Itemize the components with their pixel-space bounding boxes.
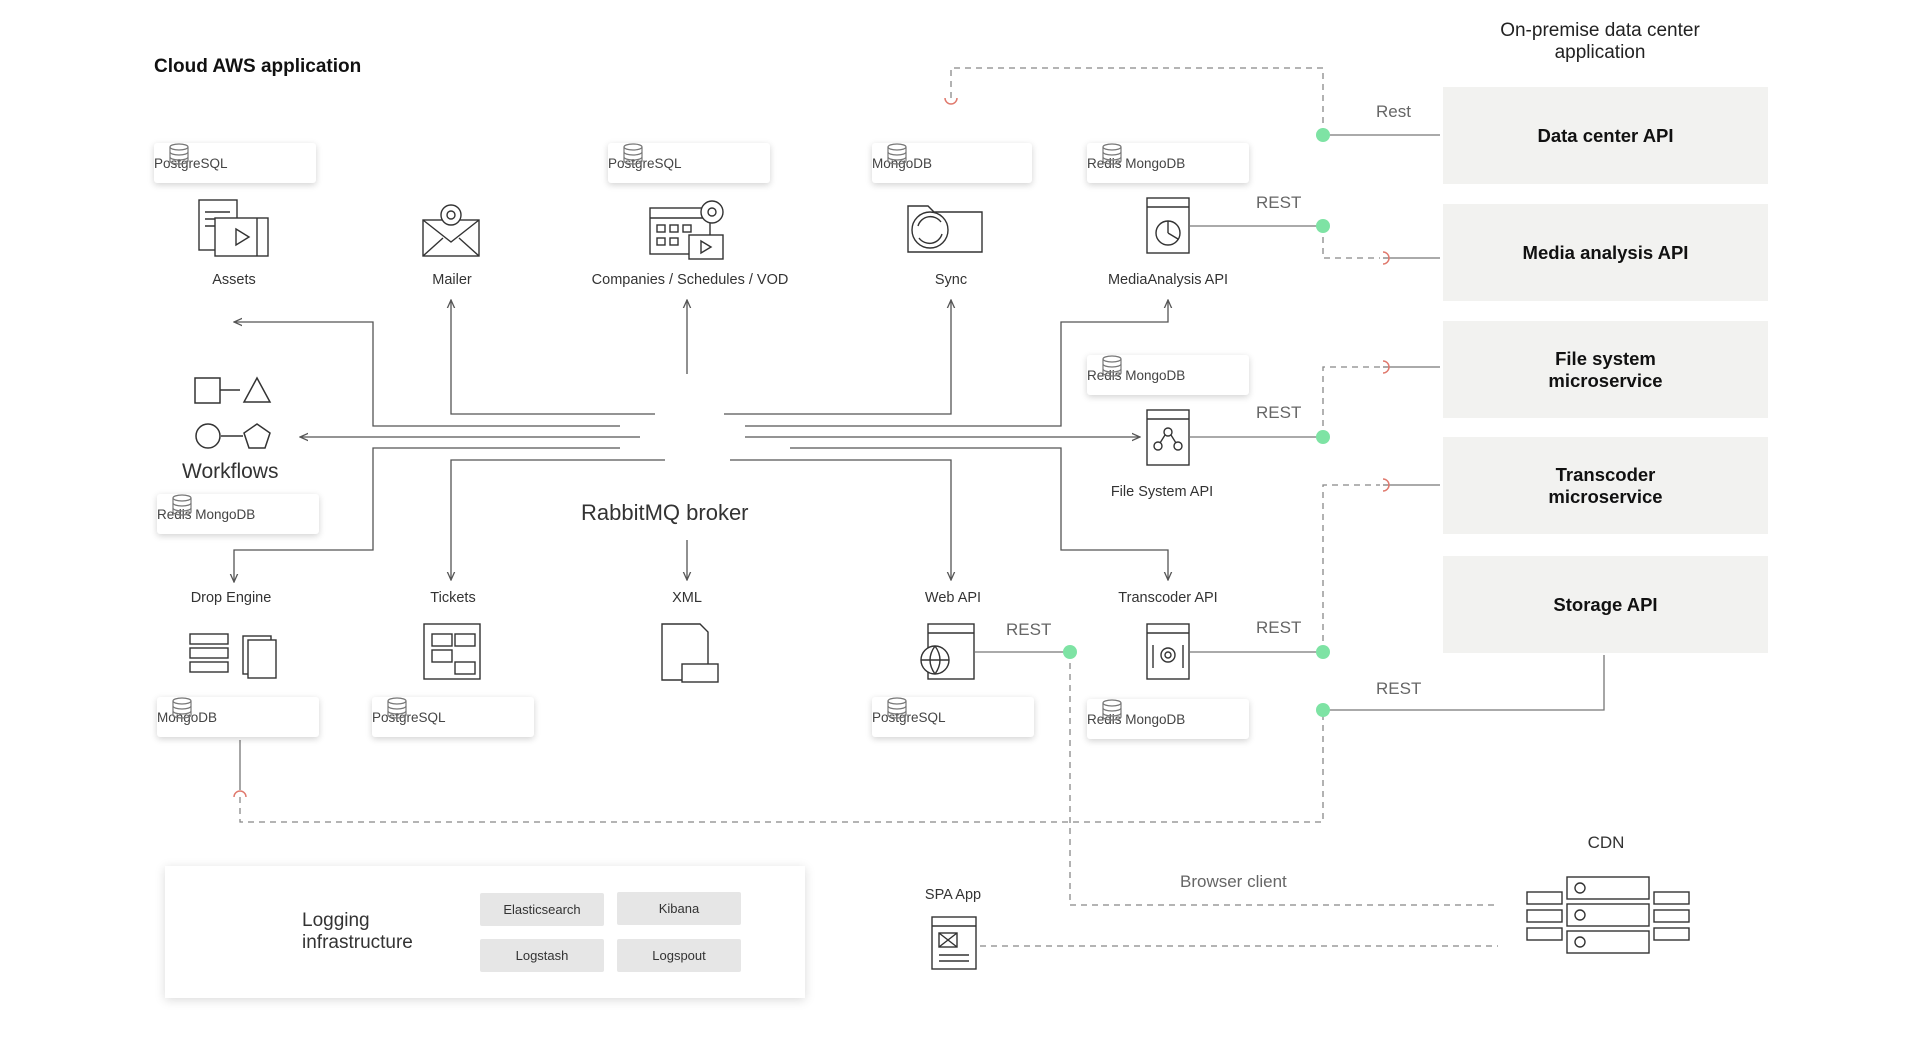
rest-label-file: REST: [1256, 403, 1302, 422]
media-analysis-api-box: Media analysis API: [1443, 204, 1768, 301]
companies-label: Companies / Schedules / VOD: [591, 272, 789, 288]
spa-app-icon: [931, 916, 977, 970]
logging-tool-logstash: Logstash: [480, 939, 604, 972]
rabbitmq-broker-label: RabbitMQ broker: [581, 500, 749, 525]
sync-label: Sync: [934, 272, 968, 288]
drop-engine-label: Drop Engine: [190, 590, 272, 606]
logging-tool-kibana: Kibana: [617, 892, 741, 925]
transcoder-microservice-label: Transcoder microservice: [1548, 463, 1663, 507]
db-tag-label: Redis MongoDB: [157, 506, 256, 522]
sync-icon: [907, 205, 983, 253]
database-icon: [172, 697, 192, 719]
broker-connectors: [234, 300, 1168, 582]
db-tag-label: Redis MongoDB: [1087, 367, 1186, 383]
drop-engine-icon: [189, 633, 277, 679]
db-tag-drop-engine: MongoDB: [157, 697, 319, 737]
database-icon: [1102, 699, 1122, 721]
db-tag-tickets: PostgreSQL: [372, 697, 534, 737]
rest-label-data-center: Rest: [1376, 102, 1411, 121]
db-tag-label: PostgreSQL: [608, 155, 682, 171]
db-tag-workflows: Redis MongoDB: [157, 494, 319, 534]
database-icon: [1102, 355, 1122, 377]
transcoder-icon: [1146, 623, 1190, 680]
web-api-icon: [920, 623, 975, 680]
db-tag-label: Redis MongoDB: [1087, 155, 1186, 171]
db-tag-media-analysis: Redis MongoDB: [1087, 143, 1249, 183]
db-tag-file-system: Redis MongoDB: [1087, 355, 1249, 395]
storage-api-label: Storage API: [1553, 593, 1658, 615]
db-tag-assets: PostgreSQL: [154, 143, 316, 183]
file-system-label: File System API: [1110, 484, 1214, 500]
onprem-title: On-premise data center application: [1500, 20, 1700, 63]
media-analysis-api-label: Media analysis API: [1522, 241, 1689, 263]
file-system-microservice-label: File system microservice: [1548, 347, 1663, 391]
media-analysis-label: MediaAnalysis API: [1107, 272, 1229, 288]
xml-icon: [661, 623, 719, 683]
xml-label: XML: [672, 590, 702, 606]
db-tag-label: PostgreSQL: [372, 709, 446, 725]
edge-broker-drop: [234, 447, 620, 582]
database-icon: [172, 494, 192, 516]
socket-symbols: [233, 97, 1390, 798]
mailer-label: Mailer: [432, 272, 472, 288]
page-title: Cloud AWS application: [154, 56, 362, 77]
database-icon: [387, 697, 407, 719]
db-tag-label: PostgreSQL: [872, 709, 946, 725]
transcoder-label: Transcoder API: [1118, 590, 1218, 606]
companies-icon: [649, 200, 724, 260]
transcoder-microservice-box: Transcoder microservice: [1443, 437, 1768, 534]
edge-broker-assets: [234, 322, 620, 427]
db-tag-sync: MongoDB: [872, 143, 1032, 183]
logging-panel: [165, 866, 805, 998]
edge-broker-transcoder: [790, 447, 1168, 580]
rest-label-web: REST: [1006, 620, 1052, 639]
file-system-icon: [1146, 409, 1190, 466]
db-tag-companies: PostgreSQL: [608, 143, 770, 183]
database-icon: [1102, 143, 1122, 165]
database-icon: [623, 143, 643, 165]
edge-broker-sync: [724, 300, 951, 415]
db-tag-web-api: PostgreSQL: [872, 697, 1034, 737]
db-tag-label: Redis MongoDB: [1087, 711, 1186, 727]
assets-icon: [198, 199, 269, 257]
db-tag-transcoder: Redis MongoDB: [1087, 699, 1249, 739]
cdn-label: CDN: [1587, 833, 1625, 852]
edge-broker-mailer: [451, 300, 655, 415]
storage-api-box: Storage API: [1443, 556, 1768, 653]
database-icon: [169, 143, 189, 165]
rest-connectors: [239, 134, 1605, 790]
file-system-microservice-box: File system microservice: [1443, 321, 1768, 418]
logging-tool-logspout: Logspout: [617, 939, 741, 972]
tickets-label: Tickets: [430, 590, 476, 606]
data-center-api-label: Data center API: [1537, 124, 1674, 146]
db-tag-label: PostgreSQL: [154, 155, 228, 171]
spa-app-label: SPA App: [924, 887, 982, 903]
workflows-icon: [194, 376, 272, 449]
assets-label: Assets: [212, 272, 256, 288]
mailer-icon: [422, 204, 480, 257]
edge-broker-web: [730, 459, 951, 580]
data-center-api-box: Data center API: [1443, 87, 1768, 184]
rest-label-media: REST: [1256, 193, 1302, 212]
browser-client-label: Browser client: [1180, 872, 1287, 891]
edge-broker-tickets: [451, 459, 665, 580]
cdn-icon: [1526, 876, 1690, 954]
rest-label-transcoder: REST: [1256, 618, 1302, 637]
edge-broker-media: [745, 300, 1168, 427]
logging-tool-elasticsearch: Elasticsearch: [480, 893, 604, 926]
logging-title: Logging infrastructure: [302, 910, 413, 953]
media-analysis-icon: [1146, 197, 1190, 254]
database-icon: [887, 143, 907, 165]
database-icon: [887, 697, 907, 719]
dashed-connectors: [239, 67, 1498, 947]
tickets-icon: [423, 623, 481, 680]
web-api-label: Web API: [924, 590, 982, 606]
connection-dots: [1063, 128, 1330, 717]
workflows-label: Workflows: [182, 460, 279, 483]
rest-label-storage: REST: [1376, 679, 1422, 698]
